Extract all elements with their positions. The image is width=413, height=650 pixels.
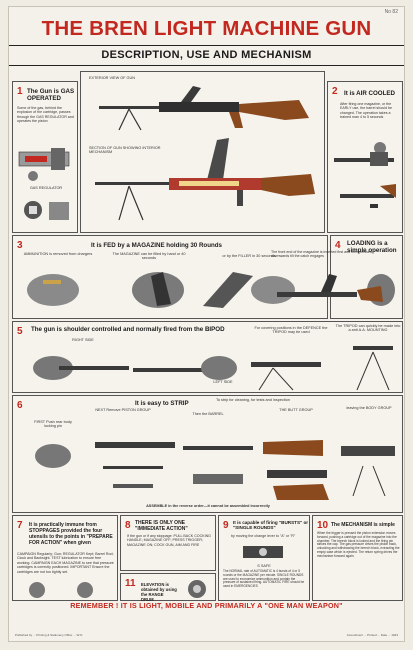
section-title: ELEVATION is obtained by using the RANGE…	[141, 582, 177, 602]
caption-body-group: leaving the BODY GROUP	[346, 406, 392, 410]
caption-piston-group: NEXT Remove PISTON GROUP	[95, 408, 151, 412]
section-title: The Gun is GAS OPERATED	[27, 88, 75, 102]
caption-barrel: Then the BARREL	[192, 412, 224, 416]
panel-bursts: 9 It is capable of firing "BURSTS" or "S…	[218, 515, 310, 601]
strip-figures	[35, 440, 395, 500]
section-number: 10	[317, 520, 329, 531]
panel-mechanism: 10 The MECHANISM is simple When the trig…	[312, 515, 403, 601]
safe-label: S SAFE	[257, 564, 271, 568]
section-title: It is practically immune from STOPPAGES …	[29, 522, 113, 546]
caption-left-side: LEFT SIDE	[213, 380, 233, 384]
section-number: 2	[332, 86, 338, 97]
section-title: It is FED by a MAGAZINE holding 30 Round…	[91, 242, 222, 249]
section-number: 8	[125, 520, 131, 531]
section-title: It is easy to STRIP	[135, 400, 189, 407]
section-number: 9	[223, 520, 229, 531]
poster-ref: No 82	[384, 9, 398, 15]
caption-ammunition: AMMUNITION is removed from chargers	[23, 252, 93, 256]
caption-magazine: The MAGAZINE can be filled by hand or 40…	[112, 252, 186, 261]
poster-footer: REMEMBER ! IT IS LIGHT, MOBILE AND PRIMA…	[70, 601, 343, 610]
poster-subtitle: DESCRIPTION, USE AND MECHANISM	[101, 49, 312, 61]
gun-exterior-figure	[99, 86, 309, 131]
caption-tripod: For covering positions in the DEFENCE th…	[254, 326, 328, 335]
section-number: 6	[17, 400, 23, 411]
section-text: The front end of the magazine is inserte…	[271, 250, 372, 259]
gas-cylinder-figure	[18, 148, 70, 181]
panel-elevation: 11 ELEVATION is obtained by using the RA…	[120, 573, 216, 602]
section-number: 5	[17, 326, 23, 337]
panel-air-cooled: 2 It is AIR COOLED After firing one maga…	[327, 81, 403, 233]
change-lever-figure	[243, 546, 283, 558]
strip-subtitle: To strip for cleaning, for tests and ins…	[215, 398, 291, 402]
panel-stoppages: 7 It is practically immune from STOPPAGE…	[12, 515, 118, 601]
section-number: 4	[335, 240, 341, 251]
gas-regulator-label: GAS REGULATOR	[29, 186, 63, 190]
section-number: 11	[125, 578, 136, 589]
section-text: Some of the gas, behind the explosion of…	[17, 106, 74, 124]
bottom-left-note: Published by ... Printing & Stationery O…	[15, 633, 84, 637]
caption-right-side: RIGHT SIDE	[72, 338, 94, 342]
panel-gun-views: EXTERIOR VIEW OF GUN SECTION OF GUN SHOW…	[80, 71, 325, 233]
section-text: After firing one magazine, or the EARLY …	[340, 102, 393, 120]
oil-can-figures	[29, 582, 93, 598]
barrel-change-figure	[334, 142, 396, 208]
panel-gas-operated: 1 The Gun is GAS OPERATED Some of the ga…	[12, 81, 78, 233]
poster-title: THE BREN LIGHT MACHINE GUN	[41, 17, 372, 40]
section-title: THERE IS ONLY ONE "IMMEDIATE ACTION"	[135, 520, 188, 532]
panel-strip: 6 It is easy to STRIP To strip for clean…	[12, 395, 403, 513]
section-number: 1	[17, 86, 23, 97]
section-title: It is AIR COOLED	[344, 90, 395, 97]
section-title: It is capable of firing "BURSTS" or "SIN…	[233, 520, 309, 531]
caption-first: FIRST Push rear body locking pin	[34, 420, 72, 429]
assemble-note: ASSEMBLE in the reverse order—it cannot …	[146, 504, 270, 508]
poster: No 82 THE BREN LIGHT MACHINE GUN DESCRIP…	[8, 6, 405, 642]
section-text: by moving the change lever to "A" or "R"	[231, 534, 296, 538]
section-number: 3	[17, 240, 23, 251]
section-text: If the gun or if any stoppage: PULL BACK…	[127, 534, 211, 547]
section-title: LOADING is a simple operation	[347, 240, 397, 254]
panel-immediate-action: 8 THERE IS ONLY ONE "IMMEDIATE ACTION" I…	[120, 515, 216, 571]
loading-figure	[277, 274, 395, 306]
title-rule	[9, 45, 404, 46]
panel-bipod: 5 The gun is shoulder controlled and nor…	[12, 321, 403, 393]
caption-butt-group: THE BUTT GROUP	[279, 408, 313, 412]
caption-aa-mounting: The TRIPOD can quickly be made into a an…	[335, 324, 401, 333]
bottom-right-note: Amendment ... Printed ... Date ... 1943	[346, 633, 398, 637]
panel-loading: 4 LOADING is a simple operation The fron…	[271, 235, 403, 319]
gun-section-figure	[95, 138, 315, 221]
section-label: SECTION OF GUN SHOWING INTERIOR MECHANIS…	[89, 146, 161, 155]
caption-filler: or by the FILLER in 30 seconds	[222, 254, 276, 258]
section-title: The MECHANISM is simple	[331, 522, 395, 528]
section-number: 7	[17, 520, 23, 531]
exterior-label: EXTERIOR VIEW OF GUN	[89, 76, 135, 80]
section-text-2: The NORMAL rate of AUTOMATIC is 4 bursts…	[223, 569, 305, 589]
gas-regulator-figure	[24, 201, 69, 220]
section-text: When the trigger is pressed the piston e…	[317, 531, 400, 558]
bipod-figures	[33, 346, 393, 391]
subtitle-rule	[9, 65, 404, 66]
section-title: The gun is shoulder controlled and norma…	[31, 326, 225, 333]
section-text: CAMPAIGN Regularly; Gun; REGULATOR Kept;…	[17, 552, 114, 574]
range-drum-figure	[188, 580, 206, 598]
